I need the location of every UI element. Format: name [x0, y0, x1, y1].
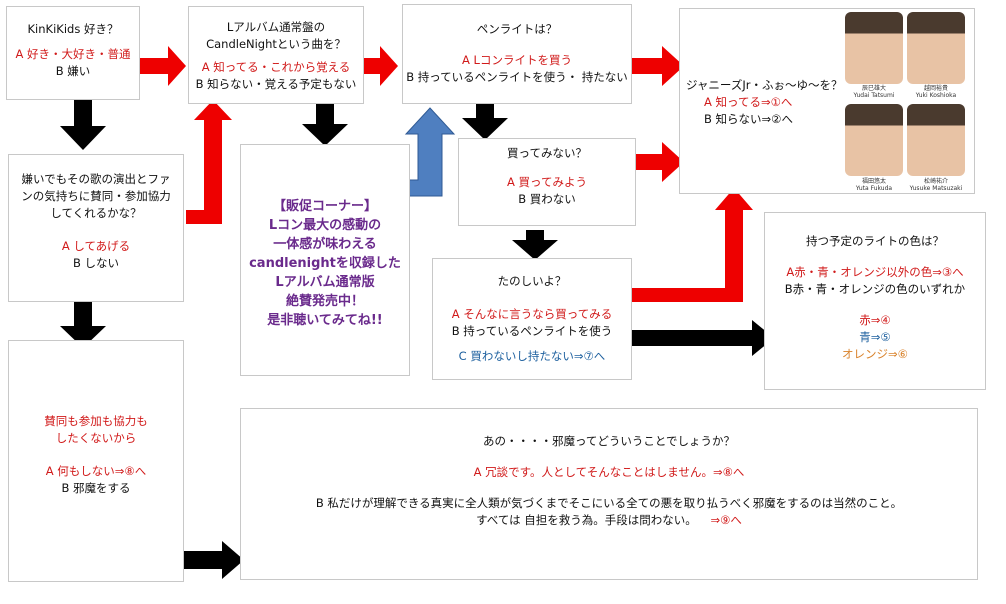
arrow-q4-to-promo: [302, 104, 348, 146]
promo-line-5: Lアルバム通常版: [275, 275, 375, 290]
member-photo-3: [845, 104, 903, 176]
q3-box: 賛同も参加も協力も したくないから A 何もしない⇒⑧へ B 邪魔をする: [8, 340, 184, 582]
q2-question-line-1: 嫌いでもその歌の演出とファ: [21, 172, 171, 186]
promo-line-6: 絶賛発売中！: [285, 294, 364, 309]
arrow-q7-to-q9: [628, 320, 774, 356]
promo-line-1: 【販促コーナー】: [272, 199, 377, 214]
arrow-promo-to-q5: [391, 107, 456, 197]
q9-title: 持つ予定のライトの色は？: [806, 234, 944, 248]
arrow-q2-to-q3: [60, 302, 106, 348]
q4-title-2: CandleNightという曲を？: [206, 37, 346, 51]
arrow-q7-to-q8: [628, 188, 753, 302]
q2-box: 嫌いでもその歌の演出とファ ンの気持ちに賛同・参加協力 してくれるかな？ A し…: [8, 154, 184, 302]
arrow-q6-to-q7: [512, 230, 558, 260]
member-name-3: 福田悠太: [861, 178, 886, 185]
q6-option-a[interactable]: A 買ってみよう: [507, 175, 587, 189]
member-photo-4: [907, 104, 965, 176]
q4-option-b[interactable]: B 知らない・覚える予定もない: [195, 77, 357, 91]
q10-option-b[interactable]: B 私だけが理解できる真実に全人類が気づくまでそこにいる全ての悪を取り払うべく邪…: [315, 496, 903, 510]
q2-option-b[interactable]: B しない: [72, 256, 120, 270]
q8-option-a[interactable]: A 知ってる⇒①へ: [704, 95, 793, 109]
member-photo-1: [845, 12, 903, 84]
q9-option-b[interactable]: B赤・青・オレンジの色のいずれか: [784, 282, 966, 296]
q6-title: 買ってみない？: [507, 146, 587, 160]
member-name-en-1: Yudai Tatsumi: [853, 92, 895, 99]
q8-title: ジャニーズJr・ふぉ〜ゆ〜を？: [686, 78, 843, 92]
q1-option-b[interactable]: B 嫌い: [55, 64, 91, 78]
arrow-q6-to-q8: [626, 142, 684, 182]
q9-blue-goto[interactable]: 青⇒⑤: [859, 330, 891, 344]
q1-title: KinKiKids 好き？: [27, 22, 119, 36]
arrow-q2-to-q4: [186, 100, 232, 224]
arrow-q3-to-q10: [176, 541, 244, 579]
q9-box: 持つ予定のライトの色は？ A赤・青・オレンジ以外の色⇒③へ B赤・青・オレンジの…: [764, 212, 986, 390]
q4-box: Lアルバム通常盤の CandleNightという曲を？ A 知ってる・これから覚…: [188, 6, 364, 104]
member-name-en-4: Yusuke Matsuzaki: [909, 185, 963, 192]
q4-option-a[interactable]: A 知ってる・これから覚える: [201, 60, 351, 74]
q3-option-b[interactable]: B 邪魔をする: [61, 481, 131, 495]
q9-orange-goto[interactable]: オレンジ⇒⑥: [842, 347, 908, 361]
q2-question-line-3: してくれるかな？: [50, 206, 142, 220]
q7-option-a[interactable]: A そんなに言うなら買ってみる: [451, 307, 613, 321]
q8-option-b[interactable]: B 知らない⇒②へ: [704, 112, 793, 126]
q5-title: ペンライトは？: [476, 22, 558, 36]
q3-line-1: 賛同も参加も協力も: [44, 414, 148, 428]
q6-box: 買ってみない？ A 買ってみよう B 買わない: [458, 138, 636, 226]
q5-box: ペンライトは？ A Lコンライトを買う B 持っているペンライトを使う・ 持たな…: [402, 4, 632, 104]
q5-option-a[interactable]: A Lコンライトを買う: [462, 53, 572, 67]
q2-option-a[interactable]: A してあげる: [61, 239, 131, 253]
promo-line-2: Lコン最大の感動の: [268, 218, 382, 233]
member-photo-2: [907, 12, 965, 84]
member-name-1: 辰巳雄大: [861, 85, 886, 92]
q6-option-b[interactable]: B 買わない: [518, 192, 576, 206]
q7-option-c[interactable]: C 買わないし持たない⇒⑦へ: [458, 349, 606, 363]
arrow-q4-to-q5: [352, 46, 398, 86]
q10-box: あの・・・・邪魔ってどういうことでしょうか？ A 冗談です。人としてそんなことは…: [240, 408, 978, 580]
arrow-q1-to-q4: [140, 46, 186, 86]
q7-option-b[interactable]: B 持っているペンライトを使う: [451, 324, 613, 338]
member-name-4: 松崎祐介: [923, 178, 948, 185]
arrow-q1-to-q2: [60, 100, 106, 150]
q1-option-a[interactable]: A 好き・大好き・普通: [15, 47, 131, 61]
q7-box: たのしいよ？ A そんなに言うなら買ってみる B 持っているペンライトを使う C…: [432, 258, 632, 380]
promo-box: 【販促コーナー】 Lコン最大の感動の 一体感が味わえる candlenightを…: [240, 144, 410, 376]
member-name-en-3: Yuta Fukuda: [855, 185, 893, 192]
q9-red-goto[interactable]: 赤⇒④: [859, 313, 891, 327]
q5-option-b[interactable]: B 持っているペンライトを使う・ 持たない: [406, 70, 628, 84]
q2-question-line-2: ンの気持ちに賛同・参加協力: [21, 189, 171, 203]
member-photos: 辰巳雄大 Yudai Tatsumi 越岡裕貴 Yuki Koshioka 福田…: [845, 12, 965, 194]
promo-line-7: 是非聴いてみてね!!: [267, 313, 383, 328]
promo-line-3: 一体感が味わえる: [273, 237, 377, 252]
member-name-en-2: Yuki Koshioka: [915, 92, 957, 99]
arrow-q5-to-q6: [462, 104, 508, 140]
q3-option-a[interactable]: A 何もしない⇒⑧へ: [45, 464, 147, 478]
arrow-q5-to-q8: [632, 46, 684, 86]
q9-option-a[interactable]: A赤・青・オレンジ以外の色⇒③へ: [786, 265, 964, 279]
q10-title: あの・・・・邪魔ってどういうことでしょうか？: [482, 434, 736, 448]
q10-option-b-goto[interactable]: ⇒⑨へ: [710, 513, 742, 527]
member-name-2: 越岡裕貴: [923, 85, 948, 92]
q4-title-1: Lアルバム通常盤の: [226, 20, 326, 34]
q10-option-b-cont: すべては 自担を救う為。手段は問わない。 ⇒⑨へ: [241, 512, 977, 529]
q7-title: たのしいよ？: [497, 274, 567, 288]
q3-line-2: したくないから: [55, 431, 137, 445]
q10-option-a[interactable]: A 冗談です。人としてそんなことはしません。⇒⑧へ: [473, 465, 745, 479]
q10-option-b-line-2: すべては 自担を救う為。手段は問わない。: [476, 513, 697, 527]
q1-box: KinKiKids 好き？ A 好き・大好き・普通 B 嫌い: [6, 6, 140, 100]
promo-line-4: candlenightを収録した: [249, 256, 401, 271]
